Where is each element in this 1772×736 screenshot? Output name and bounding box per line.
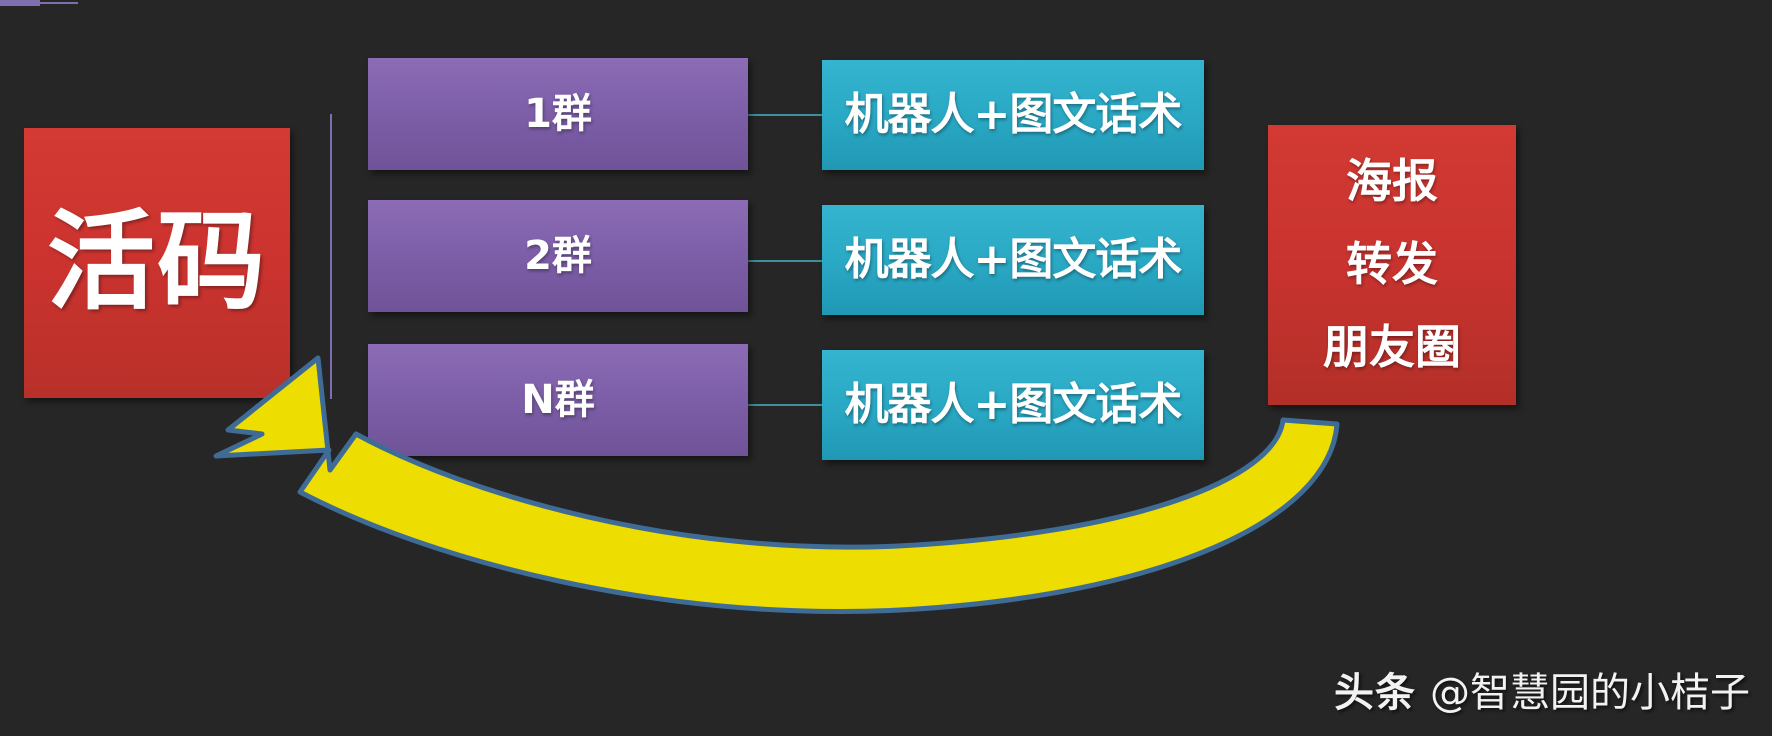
group-node-3: N群 — [368, 344, 748, 456]
outcome-line-1: 海报 — [1346, 154, 1438, 209]
action-node-1: 机器人+图文话术 — [822, 60, 1204, 170]
bracket-branch-line-1 — [0, 0, 40, 2]
action-node-label: 机器人+图文话术 — [844, 379, 1183, 431]
outcome-line-3: 朋友圈 — [1323, 320, 1461, 375]
connector-group-to-action-1 — [748, 114, 824, 116]
bracket-trunk-line — [0, 2, 78, 4]
group-node-label: 2群 — [524, 232, 592, 279]
bracket-branch-line-3 — [0, 4, 40, 6]
action-node-label: 机器人+图文话术 — [844, 89, 1183, 141]
group-node-2: 2群 — [368, 200, 748, 312]
action-node-2: 机器人+图文话术 — [822, 205, 1204, 315]
source-node-label: 活码 — [46, 199, 267, 325]
action-node-label: 机器人+图文话术 — [844, 234, 1183, 286]
connector-group-to-action-3 — [748, 404, 824, 406]
watermark-handle: @智慧园的小桔子 — [1430, 670, 1750, 716]
watermark: 头条 @智慧园的小桔子 — [1334, 660, 1750, 718]
action-node-3: 机器人+图文话术 — [822, 350, 1204, 460]
connector-group-to-action-2 — [748, 260, 824, 262]
source-node-huoma: 活码 — [24, 128, 290, 398]
outcome-line-2: 转发 — [1346, 237, 1438, 292]
group-node-label: 1群 — [524, 90, 592, 137]
outcome-node-promotion: 海报 转发 朋友圈 — [1268, 125, 1516, 405]
group-node-label: N群 — [521, 376, 595, 423]
bracket-vertical-line — [330, 114, 332, 399]
group-node-1: 1群 — [368, 58, 748, 170]
watermark-brand: 头条 — [1334, 670, 1416, 716]
